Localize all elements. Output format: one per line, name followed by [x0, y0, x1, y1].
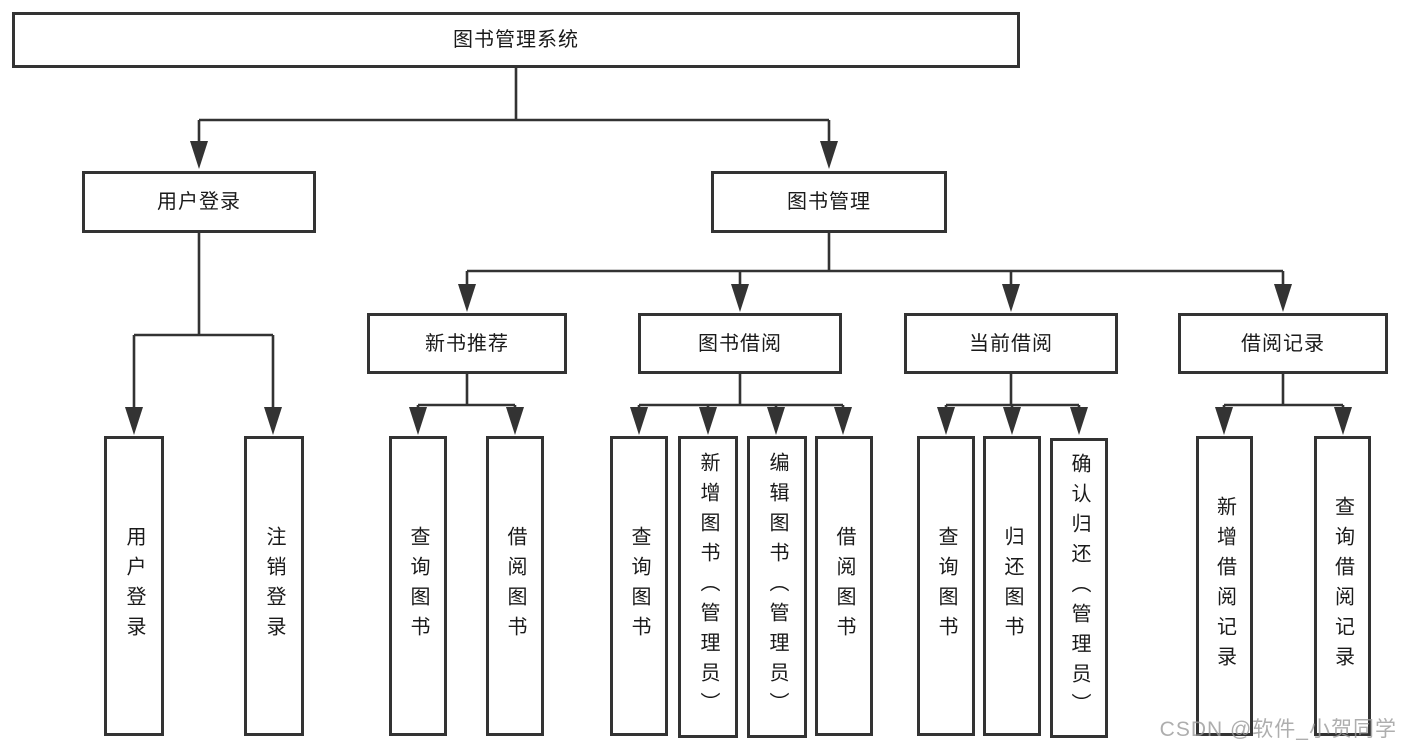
leaf-borrow-query-book-label: 查询图书 — [628, 526, 650, 646]
leaf-recommend-borrow-book-label: 借阅图书 — [504, 526, 526, 646]
leaf-return-book: 归还图书 — [983, 436, 1041, 736]
node-user-login: 用户登录 — [82, 171, 316, 233]
leaf-confirm-return-admin-label: 确认归还（管理员） — [1068, 453, 1090, 723]
leaf-add-borrow-record: 新增借阅记录 — [1196, 436, 1253, 736]
leaf-borrow-query-book: 查询图书 — [610, 436, 668, 736]
leaf-user-login: 用户登录 — [104, 436, 164, 736]
node-borrow-records-label: 借阅记录 — [1241, 332, 1325, 355]
node-book-borrow: 图书借阅 — [638, 313, 842, 374]
leaf-recommend-borrow-book: 借阅图书 — [486, 436, 544, 736]
leaf-query-borrow-record-label: 查询借阅记录 — [1331, 496, 1354, 676]
node-new-book-recommend-label: 新书推荐 — [425, 332, 509, 355]
node-current-borrow: 当前借阅 — [904, 313, 1118, 374]
leaf-return-book-label: 归还图书 — [1001, 526, 1023, 646]
node-current-borrow-label: 当前借阅 — [969, 332, 1053, 355]
node-new-book-recommend: 新书推荐 — [367, 313, 567, 374]
leaf-current-query-book: 查询图书 — [917, 436, 975, 736]
leaf-logout: 注销登录 — [244, 436, 304, 736]
leaf-edit-book-admin: 编辑图书（管理员） — [747, 436, 807, 738]
leaf-query-borrow-record: 查询借阅记录 — [1314, 436, 1371, 736]
arrowheads — [125, 141, 1352, 435]
leaf-user-login-label: 用户登录 — [123, 526, 145, 646]
node-user-login-label: 用户登录 — [157, 191, 241, 213]
leaf-logout-label: 注销登录 — [263, 526, 285, 646]
csdn-watermark: CSDN @软件_小贺同学 — [1159, 718, 1397, 741]
node-book-management: 图书管理 — [711, 171, 947, 233]
leaf-borrow-book: 借阅图书 — [815, 436, 873, 736]
node-borrow-records: 借阅记录 — [1178, 313, 1388, 374]
leaf-add-book-admin: 新增图书（管理员） — [678, 436, 738, 738]
node-root-label: 图书管理系统 — [453, 29, 579, 51]
node-book-borrow-label: 图书借阅 — [698, 332, 782, 355]
node-root: 图书管理系统 — [12, 12, 1020, 68]
leaf-recommend-query-book-label: 查询图书 — [407, 526, 429, 646]
leaf-add-book-admin-label: 新增图书（管理员） — [697, 452, 719, 722]
leaf-borrow-book-label: 借阅图书 — [833, 526, 855, 646]
leaf-edit-book-admin-label: 编辑图书（管理员） — [766, 452, 788, 722]
node-book-management-label: 图书管理 — [787, 191, 871, 213]
leaf-add-borrow-record-label: 新增借阅记录 — [1213, 496, 1236, 676]
leaf-confirm-return-admin: 确认归还（管理员） — [1050, 438, 1108, 738]
leaf-current-query-book-label: 查询图书 — [935, 526, 957, 646]
leaf-recommend-query-book: 查询图书 — [389, 436, 447, 736]
